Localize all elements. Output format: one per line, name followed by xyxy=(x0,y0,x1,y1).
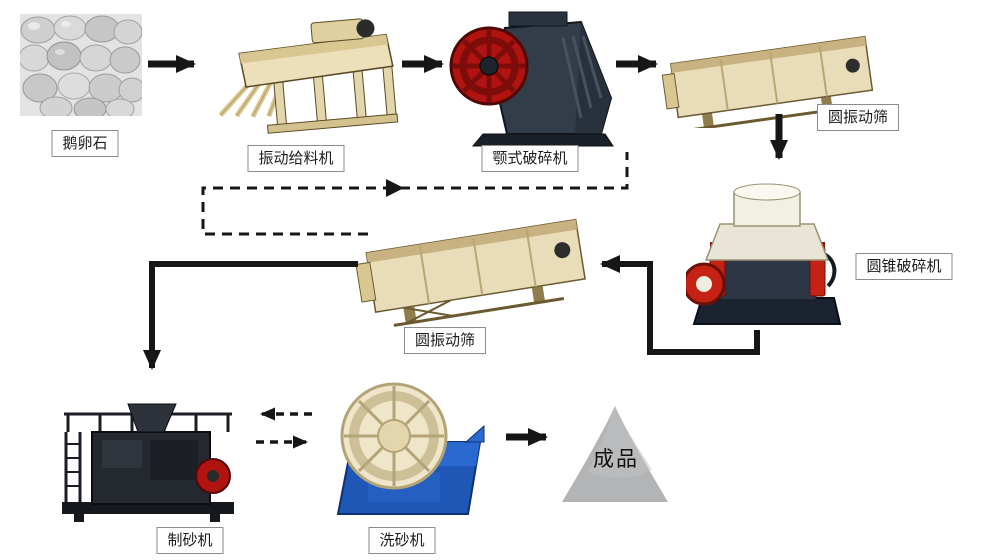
arrow-screen-mid-to-sand-maker xyxy=(143,261,358,370)
pebble-photo xyxy=(20,14,142,116)
label-sand-washer: 洗砂机 xyxy=(368,527,436,554)
vibrating-screen-mid-illustration xyxy=(350,198,600,330)
label-screen-top: 圆振动筛 xyxy=(816,104,900,131)
sand-maker-illustration xyxy=(50,374,245,524)
jaw-crusher-illustration xyxy=(443,6,615,148)
label-product: 成品 xyxy=(593,447,639,471)
label-pebble: 鹅卵石 xyxy=(51,130,119,157)
label-feeder: 振动给料机 xyxy=(247,145,345,172)
label-jaw-crusher: 颚式破碎机 xyxy=(481,145,579,172)
vibrating-feeder-illustration xyxy=(203,12,403,140)
cone-crusher-illustration xyxy=(686,164,848,336)
label-sand-maker: 制砂机 xyxy=(156,527,224,554)
dashed-recirculation-arrowhead xyxy=(386,179,404,197)
label-cone-crusher: 圆锥破碎机 xyxy=(855,253,953,280)
sand-washer-illustration xyxy=(316,380,486,522)
product-pile-illustration xyxy=(556,400,674,512)
label-screen-mid: 圆振动筛 xyxy=(403,327,487,354)
